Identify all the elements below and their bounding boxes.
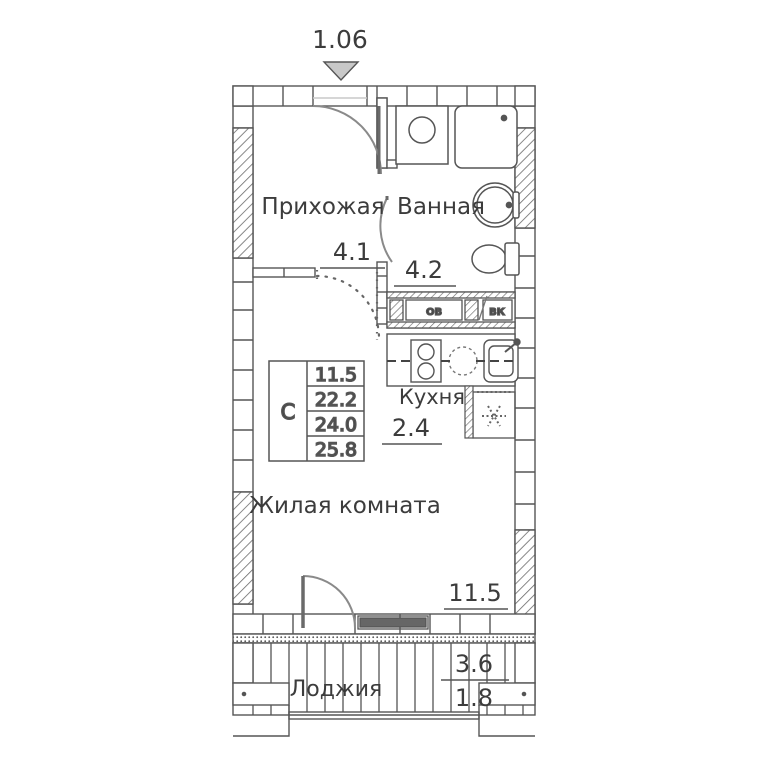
- hallway-wardrobe-arc: [315, 270, 381, 340]
- loggia-area-gross: 3.6: [455, 650, 493, 678]
- summary-value-2: 24.0: [315, 414, 357, 436]
- bathroom-fixtures: [395, 105, 520, 276]
- room-label-hallway: Прихожая: [261, 194, 384, 220]
- toilet-icon: [471, 242, 520, 276]
- cooktop-icon: [410, 339, 442, 383]
- summary-value-1: 22.2: [315, 389, 357, 411]
- room-labels: Прихожая 4.1 Ванная 4.2 Кухня 2.4 Жилая …: [249, 194, 509, 712]
- ceiling-height-marker: 1.06: [312, 25, 368, 82]
- shaft-label-vk: ВК: [489, 307, 506, 318]
- ceiling-height-value: 1.06: [312, 25, 368, 54]
- bathtub-icon: [454, 105, 518, 169]
- wash-basin-icon: [472, 182, 520, 228]
- room-area-kitchen: 2.4: [392, 414, 430, 442]
- room-area-hallway: 4.1: [333, 238, 371, 266]
- service-shafts: ОВ ВК: [386, 291, 516, 329]
- room-label-loggia: Лоджия: [290, 677, 383, 702]
- summary-value-3: 25.8: [315, 439, 357, 461]
- kitchen-partition-stub: [464, 385, 474, 439]
- loggia: [232, 633, 536, 737]
- kitchen-sink-icon: [483, 338, 521, 383]
- bathroom-door: [379, 196, 393, 263]
- summary-type-label: С: [281, 400, 296, 424]
- interior-partitions: [252, 97, 398, 325]
- washing-machine-icon: [395, 105, 449, 165]
- room-label-kitchen: Кухня: [399, 385, 465, 409]
- summary-value-0: 11.5: [315, 364, 357, 386]
- summary-table: С 11.5 22.2 24.0 25.8: [268, 360, 365, 462]
- structural-walls: [232, 85, 536, 635]
- room-label-bathroom: Ванная: [397, 194, 485, 220]
- room-label-living: Жилая комната: [249, 493, 441, 519]
- balcony-glazing: [357, 615, 429, 630]
- kitchen-fixtures: [386, 333, 521, 387]
- room-area-bathroom: 4.2: [405, 256, 443, 284]
- down-triangle-marker: [322, 61, 360, 82]
- room-area-living: 11.5: [448, 579, 501, 607]
- balcony-door: [301, 575, 356, 629]
- entrance-door: [312, 105, 382, 175]
- loggia-area-net: 1.8: [455, 684, 493, 712]
- shaft-label-ov: ОВ: [426, 307, 442, 318]
